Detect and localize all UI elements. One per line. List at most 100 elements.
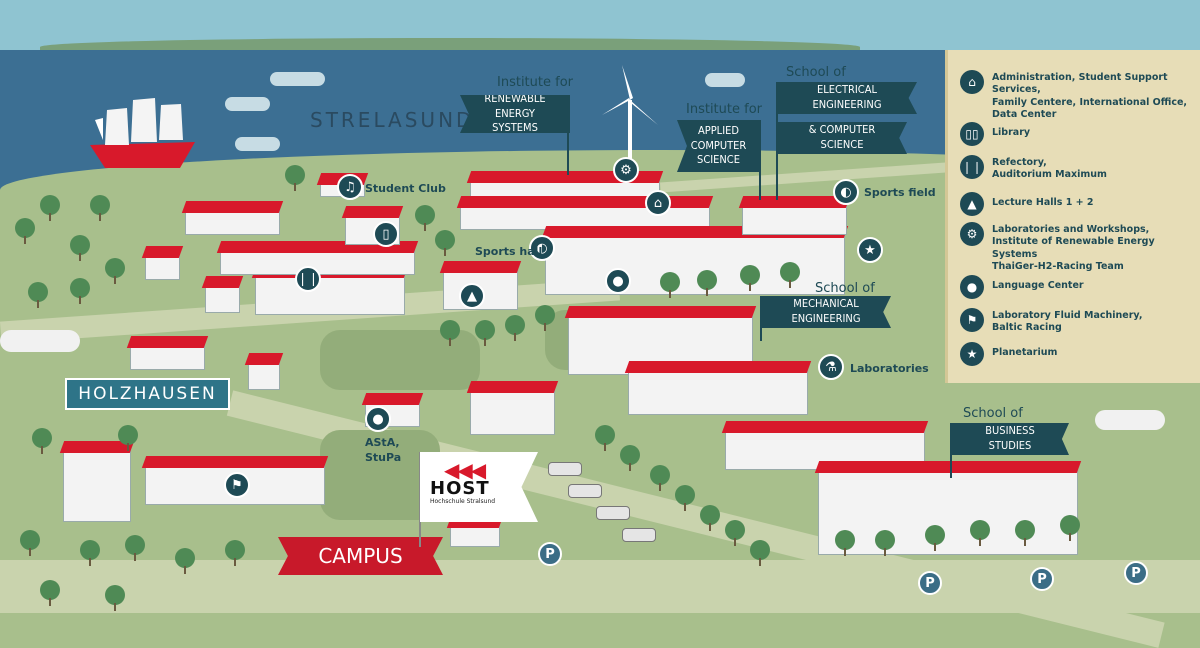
flag-prefix: School of	[786, 65, 846, 80]
legend-item-language-center[interactable]: ● Language Center	[960, 275, 1084, 299]
cloud	[270, 72, 325, 86]
building	[185, 210, 280, 235]
lawn	[320, 330, 480, 390]
flag-business-studies[interactable]: BUSINESS STUDIES	[951, 423, 1069, 455]
tree	[40, 195, 60, 221]
student-club-label: Student Club	[365, 182, 446, 195]
graduation-cap-icon: ▲	[960, 192, 984, 216]
parked-car	[596, 506, 630, 520]
gear-icon[interactable]: ⚙	[613, 157, 639, 183]
parking-marker[interactable]: P	[538, 542, 562, 566]
stupa-label: StuPa	[365, 451, 402, 464]
building	[742, 205, 847, 235]
tree	[475, 320, 495, 346]
graduation-cap-icon[interactable]: ▲	[459, 283, 485, 309]
host-logo-flag: ◀◀◀ HOST Hochschule Stralsund	[420, 452, 538, 522]
flag-prefix: Institute for	[497, 75, 573, 90]
tree	[105, 585, 125, 611]
water-label: STRELASUND	[310, 108, 475, 132]
tree	[32, 428, 52, 454]
legend-label: Laboratory Fluid Machinery, Baltic Racin…	[992, 310, 1143, 334]
sports-hall-label: Sports hall	[475, 245, 543, 258]
star-icon[interactable]: ★	[857, 237, 883, 263]
tree	[650, 465, 670, 491]
sports-icon[interactable]: ◐	[529, 235, 555, 261]
person-icon[interactable]: ●	[365, 406, 391, 432]
logo-name: HOST	[430, 478, 490, 499]
building	[470, 390, 555, 435]
legend-item-planetarium[interactable]: ★ Planetarium	[960, 342, 1057, 366]
cutlery-icon[interactable]: ❘❘	[295, 266, 321, 292]
home-icon[interactable]: ⌂	[645, 190, 671, 216]
tree	[415, 205, 435, 231]
flag-applied-computer-science[interactable]: APPLIED COMPUTER SCIENCE	[677, 120, 760, 172]
asta-label: AStA,	[365, 436, 400, 449]
tree	[505, 315, 525, 341]
holzhausen-banner: HOLZHAUSEN	[65, 378, 230, 410]
parked-car	[548, 462, 582, 476]
tree	[20, 530, 40, 556]
tree	[595, 425, 615, 451]
legend-label: Language Center	[992, 280, 1084, 291]
legend-label: Planetarium	[992, 347, 1058, 358]
tree	[70, 278, 90, 304]
parking-marker[interactable]: P	[1030, 567, 1054, 591]
legend-item-laboratories[interactable]: ⚙ Laboratories and Workshops, Institute …	[960, 222, 1200, 273]
flag-prefix: School of	[815, 281, 875, 296]
wind-turbine-illustration	[602, 65, 658, 175]
legend-label: Library	[992, 127, 1031, 138]
tree	[535, 305, 555, 331]
tree	[15, 218, 35, 244]
tree	[750, 540, 770, 566]
tree	[740, 265, 760, 291]
legend-item-fluid-machinery[interactable]: ⚑ Laboratory Fluid Machinery, Baltic Rac…	[960, 308, 1142, 335]
flag-mechanical-engineering[interactable]: MECHANICAL ENGINEERING	[761, 296, 891, 328]
book-icon[interactable]: ▯	[373, 221, 399, 247]
tree	[697, 270, 717, 296]
legend-item-refectory[interactable]: ❘❘ Refectory, Auditorium Maximum	[960, 155, 1107, 182]
legend-label: Lecture Halls 1 + 2	[992, 197, 1094, 208]
tree	[925, 525, 945, 551]
legend-label: Laboratories and Workshops, Institute of…	[992, 224, 1155, 273]
parked-car	[568, 484, 602, 498]
tree	[285, 165, 305, 191]
book-icon: ▯▯	[960, 122, 984, 146]
flag-pole	[759, 120, 761, 200]
parking-marker[interactable]: P	[1124, 561, 1148, 585]
laboratories-label: Laboratories	[850, 362, 929, 375]
home-icon: ⌂	[960, 70, 984, 94]
legend-item-administration[interactable]: ⌂ Administration, Student Support Servic…	[960, 70, 1200, 121]
building-main	[545, 235, 845, 295]
speech-bubble-icon[interactable]: ●	[605, 268, 631, 294]
cloud	[225, 97, 270, 111]
flag-electrical-engineering[interactable]: ELECTRICAL ENGINEERING	[777, 82, 917, 114]
flag-icon: ⚑	[960, 308, 984, 332]
flag-pole	[567, 95, 569, 175]
tree	[28, 282, 48, 308]
flag-icon[interactable]: ⚑	[224, 472, 250, 498]
flag-renewable-energy[interactable]: RENEWABLE ENERGY SYSTEMS	[460, 95, 570, 133]
sailing-ship-illustration	[90, 98, 195, 168]
tree	[970, 520, 990, 546]
legend-label: Refectory, Auditorium Maximum	[992, 157, 1107, 181]
building	[145, 255, 180, 280]
parked-car	[622, 528, 656, 542]
parking-marker[interactable]: P	[918, 571, 942, 595]
sports-field-icon[interactable]: ◐	[833, 179, 859, 205]
tree	[1060, 515, 1080, 541]
legend-item-library[interactable]: ▯▯ Library	[960, 122, 1030, 146]
building	[248, 362, 280, 390]
tree	[118, 425, 138, 451]
cloud	[235, 137, 280, 151]
flask-icon[interactable]: ⚗	[818, 354, 844, 380]
tree	[105, 258, 125, 284]
building	[450, 525, 500, 547]
tree	[70, 235, 90, 261]
tree	[1015, 520, 1035, 546]
music-icon[interactable]: ♫	[337, 174, 363, 200]
legend-label: Administration, Student Support Services…	[992, 72, 1188, 121]
building	[130, 345, 205, 370]
gear-icon: ⚙	[960, 222, 984, 246]
flag-computer-science[interactable]: & COMPUTER SCIENCE	[777, 122, 907, 154]
legend-item-lecture-halls[interactable]: ▲ Lecture Halls 1 + 2	[960, 192, 1094, 216]
